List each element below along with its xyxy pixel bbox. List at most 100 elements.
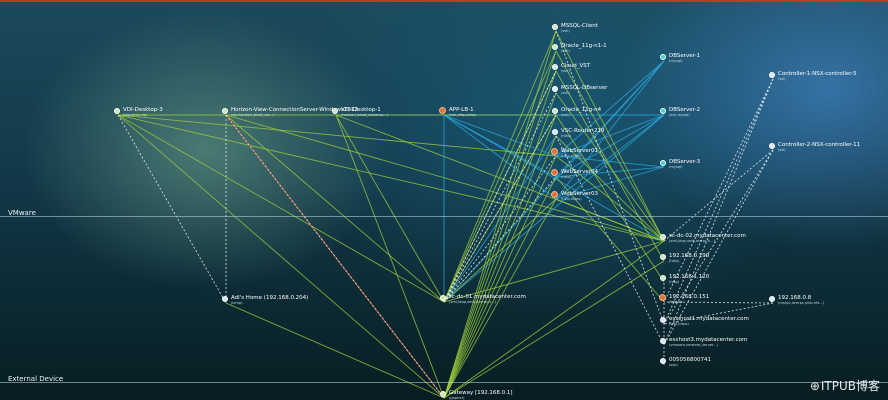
connection-line: [443, 155, 557, 399]
node-icon[interactable]: [660, 160, 666, 166]
node-services: (http,https): [561, 197, 582, 201]
node-services: (icmp): [231, 301, 243, 305]
node-icon[interactable]: [552, 24, 558, 30]
connection-line: [663, 149, 774, 346]
connection-line: [663, 78, 774, 346]
connection-line: [117, 114, 445, 303]
connection-line: [443, 176, 557, 399]
connection-line: [443, 240, 665, 399]
node-icon[interactable]: [551, 148, 558, 155]
node-services: (ssh,mysql): [669, 113, 690, 117]
node-name: 192.168.1.120: [669, 274, 710, 280]
connection-line: [443, 155, 557, 303]
node-icon[interactable]: [440, 391, 446, 397]
connection-line: [443, 92, 557, 303]
connection-line: [117, 114, 227, 304]
node-icon[interactable]: [222, 108, 228, 114]
node-icon[interactable]: [114, 108, 120, 114]
node-name: Gateway [192.168.0.1]: [449, 390, 513, 396]
connection-line: [443, 114, 665, 242]
node-services: (sip,horizon_blast_ws...): [231, 113, 275, 117]
connection-line: [555, 30, 665, 325]
node-icon[interactable]: [660, 358, 666, 364]
node-name: MSSQL-DBserver: [561, 85, 608, 91]
node-services: (xml,ldap,smb,dcerpc,k...): [449, 300, 497, 304]
connection-line: [555, 176, 665, 303]
node-name: VSC-Router-219: [561, 128, 605, 134]
node-icon[interactable]: [660, 275, 666, 281]
connection-line: [443, 92, 557, 399]
connection-line: [555, 198, 665, 242]
node-icon[interactable]: [660, 108, 666, 114]
connection-line: [335, 114, 445, 303]
node-icon[interactable]: [439, 107, 446, 114]
node-icon[interactable]: [660, 317, 666, 323]
node-services: (rop,smb,ntp): [123, 113, 148, 117]
node-icon[interactable]: [552, 129, 558, 135]
connection-line: [443, 198, 557, 399]
node-icon[interactable]: [660, 254, 666, 260]
external-zone-label: External Device: [8, 375, 64, 383]
connection-line: [555, 60, 665, 157]
node-icon[interactable]: [222, 296, 228, 302]
node-name: esxhost3.mydatacenter.com: [669, 337, 748, 343]
node-name: Horizon-View-ConnectionServer-Windows201…: [231, 107, 358, 113]
node-services: (ssp): [669, 363, 678, 367]
node-icon[interactable]: [659, 294, 666, 301]
connection-line: [443, 114, 557, 200]
connection-line: [443, 114, 557, 157]
connection-line: [443, 114, 665, 303]
node-icon[interactable]: [440, 295, 446, 301]
connection-line: [225, 114, 665, 242]
connection-line: [443, 50, 557, 399]
connection-line: [225, 114, 445, 303]
connection-line: [443, 135, 557, 303]
node-icon[interactable]: [660, 234, 666, 240]
node-name: Oracle_11g-n1-1: [561, 43, 607, 49]
node-services: (http): [669, 280, 680, 284]
node-name: Adl's Home (192.168.0.204): [231, 295, 309, 301]
node-services: (gopher): [449, 396, 465, 400]
node-icon[interactable]: [769, 296, 775, 302]
node-services: (ssh): [561, 113, 570, 117]
node-services: (http): [669, 259, 680, 263]
connection-line: [225, 114, 445, 399]
watermark-text: ITPUB博客: [820, 379, 880, 393]
node-icon[interactable]: [552, 64, 558, 70]
node-services: (ssh,http,icmp): [449, 113, 477, 117]
node-name: APP-LB-1: [449, 107, 474, 113]
node-name: DBServer-1: [669, 53, 701, 59]
node-name: Controller-2-NSX-controller-11: [778, 142, 861, 148]
node-icon[interactable]: [551, 169, 558, 176]
node-icon[interactable]: [552, 86, 558, 92]
node-icon[interactable]: [552, 108, 558, 114]
connection-line: [443, 114, 557, 399]
connection-line: [555, 70, 665, 262]
connection-line: [555, 30, 665, 242]
node-icon[interactable]: [769, 143, 775, 149]
connection-line: [555, 135, 665, 242]
connection-line: [117, 114, 665, 242]
node-services: (horizon_blast_extreme...): [341, 113, 388, 117]
node-services: (mysql): [669, 165, 683, 169]
connection-line: [555, 50, 665, 242]
connection-line: [335, 114, 445, 399]
connection-line: [443, 50, 557, 303]
node-icon[interactable]: [769, 72, 775, 78]
node-name: DBServer-3: [669, 159, 701, 165]
node-icon[interactable]: [552, 44, 558, 50]
connection-line: [555, 166, 665, 200]
node-name: sc-dc-01.mydatacenter.com: [449, 294, 526, 300]
node-name: MSSQL-Client: [561, 23, 598, 29]
connection-line: [225, 302, 445, 399]
node-name: 192.168.0.190: [669, 253, 710, 259]
connection-line: [443, 30, 557, 303]
node-icon[interactable]: [660, 54, 666, 60]
node-icon[interactable]: [332, 108, 338, 114]
node-services: (http): [561, 134, 572, 138]
node-icon[interactable]: [551, 191, 558, 198]
node-icon[interactable]: [660, 338, 666, 344]
connection-line: [443, 176, 557, 303]
